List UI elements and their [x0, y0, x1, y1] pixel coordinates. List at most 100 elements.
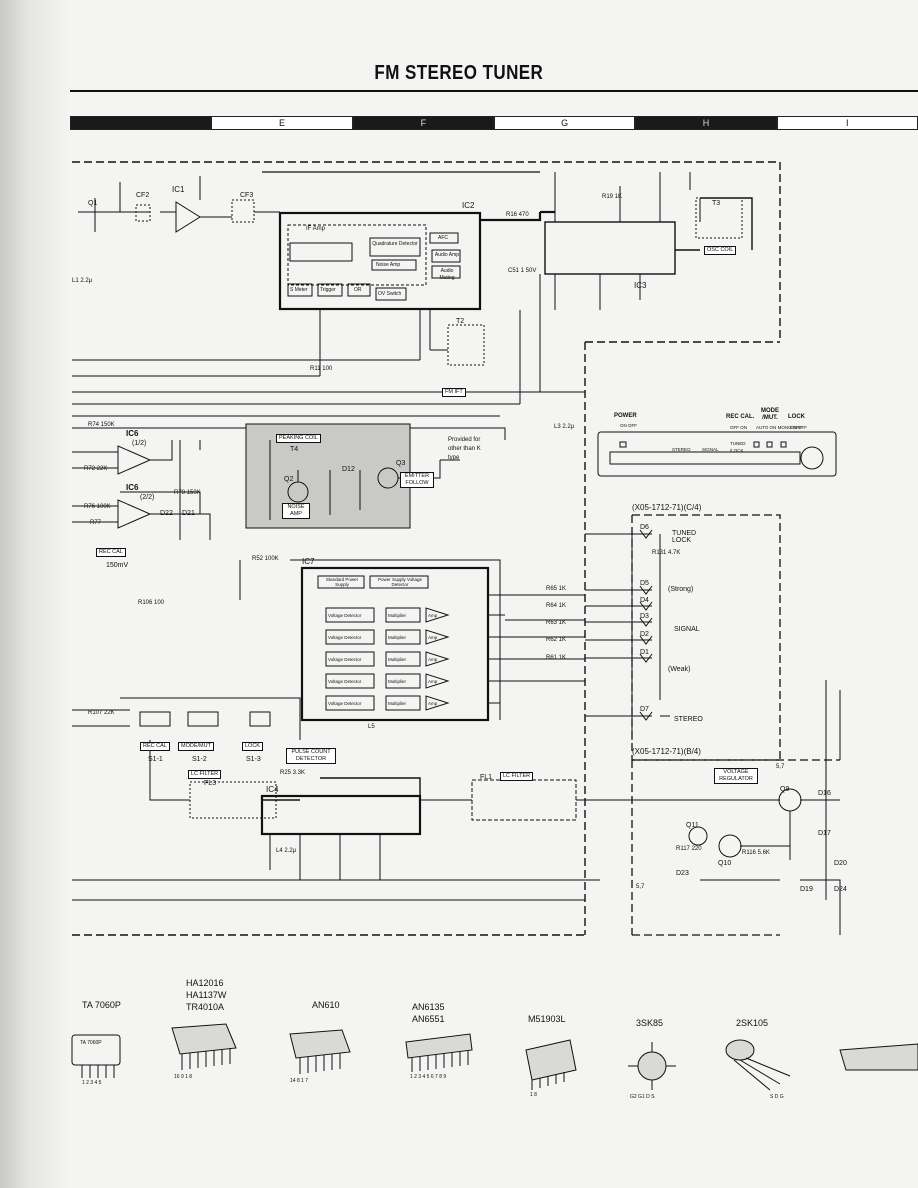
- tag-peaking-coil: PEAKING COIL: [276, 434, 321, 443]
- panel-tuned: TUNED /LOCK: [730, 441, 746, 453]
- ic6a-amp-symbol: [117, 445, 152, 475]
- ic7-multiplier-1: Multiplier: [388, 613, 407, 618]
- q10-transistor: [718, 834, 742, 858]
- label-d23: D23: [676, 870, 689, 877]
- label-r52: R52 100K: [252, 556, 279, 562]
- panel-stereo: STEREO: [672, 447, 691, 452]
- ic-packages: [71, 1023, 918, 1091]
- ic2-quadrature: Quadrature Detector: [372, 241, 418, 247]
- filter-fl1: FL1: [480, 774, 493, 781]
- indicator-signal: SIGNAL: [674, 626, 700, 633]
- label-t2: T2: [456, 318, 465, 325]
- ic2-audio-muting: Audio Muting: [439, 268, 455, 281]
- pkg-ta7060p-name: TA 7060P: [82, 1000, 121, 1010]
- ic7-channels: [325, 607, 450, 711]
- panel-rec-cal-sub: OFF ON: [730, 425, 747, 430]
- label-r76: R76 100K: [84, 504, 111, 510]
- pkg-m51903l-name: M51903L: [528, 1014, 566, 1024]
- pkg-dip16: [171, 1023, 237, 1070]
- t2-coil: [447, 324, 485, 366]
- ic6b-label: IC6: [126, 483, 139, 492]
- tag-rec-cal: REC CAL: [96, 548, 126, 557]
- pkg-sip9-pins: 1 2 3 4 5 6 7 8 9: [410, 1074, 447, 1080]
- switch-s1-3: S1-3: [246, 756, 261, 763]
- pkg-sip9: [405, 1033, 473, 1072]
- led-d7: D7: [640, 706, 649, 713]
- ic7-multiplier-5: Multiplier: [388, 701, 407, 706]
- switch-s1-2: S1-2: [192, 756, 207, 763]
- ic7-amp-5: Amp: [428, 701, 438, 706]
- panel-power: POWER: [614, 413, 637, 419]
- ic2-label: IC2: [462, 201, 475, 210]
- note-rec-level: 150mV: [106, 562, 129, 569]
- indicator-stereo: STEREO: [674, 716, 703, 723]
- label-q1: Q1: [88, 200, 98, 207]
- label-l4: L4 2.2μ: [276, 848, 297, 854]
- tag-emitter-follow: EMITTER FOLLOW: [400, 472, 434, 488]
- indicator-board-b4: (X05-1712-71)(B/4): [632, 747, 701, 756]
- pkg-ta7060p-pins: 1 2 3 4 5: [82, 1080, 102, 1086]
- label-q10: Q10: [718, 860, 732, 867]
- grid-column: E: [211, 116, 353, 130]
- t3-coil: [695, 197, 743, 239]
- ic7-standard-power: Standard Power Supply: [325, 577, 359, 587]
- label-r16: R16 470: [506, 212, 529, 218]
- tag-fm-ift: FM IFT: [442, 388, 466, 397]
- tag-pulse-count: PULSE COUNT DETECTOR: [286, 748, 336, 764]
- tag-voltage-regulator: VOLTAGE REGULATOR: [714, 768, 758, 784]
- ic2-outline: [278, 211, 482, 311]
- ic2-ov-switch: OV Switch: [378, 291, 402, 297]
- ic2-audio-amp: Audio Amp: [434, 252, 460, 258]
- pkg-dip16-name-2: HA1137W: [186, 990, 227, 1000]
- ic7-voltage-detector-3: Voltage Detector: [328, 657, 362, 662]
- grid-column: F: [352, 116, 494, 130]
- label-d24: D24: [834, 886, 847, 893]
- ic7-voltage-detector-1: Voltage Detector: [328, 613, 362, 618]
- pkg-3sk85-name: 3SK85: [636, 1018, 664, 1028]
- ic7-multiplier-2: Multiplier: [388, 635, 407, 640]
- pkg-2sk105-pins: S D G: [770, 1094, 784, 1100]
- grid-column: H: [635, 116, 777, 130]
- label-q2: Q2: [284, 476, 294, 483]
- peaking-coil-region: [246, 424, 410, 528]
- panel-lock-sub: ON OFF: [790, 425, 807, 430]
- label-d22: D22: [160, 510, 173, 517]
- label-v5-7: 5,7: [776, 764, 785, 770]
- label-r116: R116 5.6K: [742, 850, 770, 856]
- label-q9: Q9: [780, 786, 790, 793]
- front-panel-knob: [800, 446, 824, 470]
- label-r11: R11 100: [310, 366, 333, 372]
- tag-rec-cal-switch: REC CAL: [140, 742, 170, 751]
- label-r25: R25 3.3K: [280, 770, 306, 776]
- led-d5: D5: [640, 580, 649, 587]
- label-r117: R117 220: [676, 846, 702, 852]
- label-r106: R106 100: [138, 600, 165, 606]
- ic7-label: IC7: [302, 557, 315, 566]
- pkg-3sk85-pins: G2 G1 D S: [630, 1094, 655, 1100]
- pkg-sip9-name-1: AN6135: [412, 1002, 445, 1012]
- label-d19: D19: [800, 886, 813, 893]
- label-r72: R72 22K: [84, 466, 108, 472]
- indicator-leds: [639, 529, 653, 721]
- ic3-outline: [544, 221, 676, 275]
- panel-mode: MODE /MUT.: [761, 408, 779, 421]
- led-d1: D1: [640, 649, 649, 656]
- tag-lc-filter-fl1: LC FILTER: [500, 772, 534, 781]
- led-d2: D2: [640, 631, 649, 638]
- ic7-amp-4: Amp: [428, 679, 438, 684]
- q11-transistor: [688, 826, 708, 846]
- label-r19: R19 1K: [602, 194, 623, 200]
- label-cf2: CF2: [136, 192, 150, 199]
- ic6b-amp-symbol: [117, 499, 152, 529]
- pkg-2sk105-name: 2SK105: [736, 1018, 769, 1028]
- label-r63: R63 1K: [546, 620, 567, 626]
- panel-lock: LOCK: [788, 414, 805, 420]
- ic6b-part: (2/2): [140, 494, 155, 501]
- filter-fl3: FL3: [204, 780, 217, 787]
- label-d20: D20: [834, 860, 847, 867]
- ic4-label: IC4: [266, 785, 279, 794]
- ic7-voltage-detector-2: Voltage Detector: [328, 635, 362, 640]
- pkg-sip8: [525, 1039, 577, 1090]
- grid-column: I: [776, 116, 918, 130]
